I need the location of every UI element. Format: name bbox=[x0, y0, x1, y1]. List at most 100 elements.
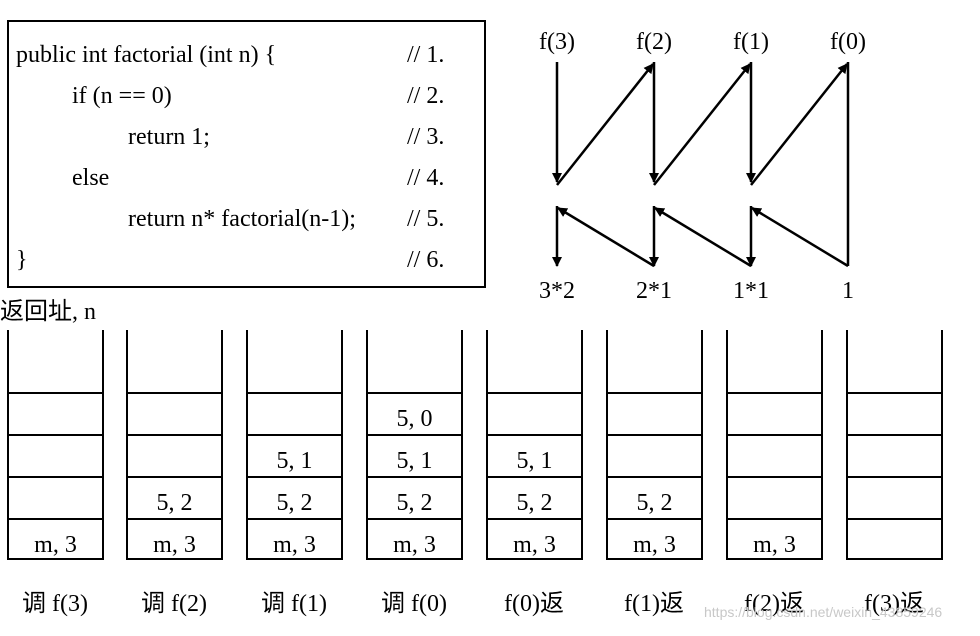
stack-divider bbox=[246, 558, 343, 560]
stack-heading: 返回址, n bbox=[0, 299, 96, 325]
stack-divider bbox=[606, 392, 703, 394]
stack-divider bbox=[366, 476, 463, 478]
stack-step-label: f(2)返 bbox=[744, 591, 804, 617]
watermark-text: https://blog.csdn.net/weixin_43859246 bbox=[704, 604, 943, 620]
code-comment-2: // 2. bbox=[407, 83, 445, 109]
stack-column bbox=[846, 330, 943, 560]
stack-wall-left bbox=[7, 330, 9, 560]
stack-cell: m, 3 bbox=[34, 532, 77, 558]
stack-divider bbox=[486, 558, 583, 560]
stack-step-label: 调 f(1) bbox=[261, 591, 327, 617]
stack-divider bbox=[486, 476, 583, 478]
stack-divider bbox=[126, 558, 223, 560]
call-arrow-up-f0 bbox=[750, 63, 848, 186]
stack-divider bbox=[7, 558, 104, 560]
stack-divider bbox=[606, 476, 703, 478]
stack-divider bbox=[726, 392, 823, 394]
result-label-1x1: 1*1 bbox=[733, 278, 769, 304]
stack-divider bbox=[846, 476, 943, 478]
stack-divider bbox=[606, 518, 703, 520]
stack-column: m, 3 5, 2 5, 1 bbox=[486, 330, 583, 560]
stack-cell: m, 3 bbox=[633, 532, 676, 558]
stack-divider bbox=[7, 476, 104, 478]
stack-divider bbox=[246, 434, 343, 436]
stack-cell: 5, 2 bbox=[396, 490, 433, 516]
return-arrow-2 bbox=[654, 206, 752, 268]
stack-wall-left bbox=[246, 330, 248, 560]
stack-wall-left bbox=[846, 330, 848, 560]
stack-divider bbox=[606, 558, 703, 560]
stack-divider bbox=[366, 392, 463, 394]
code-comment-6: // 6. bbox=[407, 247, 445, 273]
stack-step-label: 调 f(0) bbox=[381, 591, 447, 617]
call-label-f1: f(1) bbox=[733, 29, 769, 55]
stack-cell: 5, 2 bbox=[156, 490, 193, 516]
stack-divider bbox=[366, 558, 463, 560]
stack-wall-left bbox=[126, 330, 128, 560]
code-line-4: else bbox=[72, 165, 110, 191]
result-label-3x2: 3*2 bbox=[539, 278, 575, 304]
stack-divider bbox=[7, 392, 104, 394]
stack-step-label: f(1)返 bbox=[624, 591, 684, 617]
stack-divider bbox=[126, 518, 223, 520]
stack-column: m, 3 bbox=[7, 330, 104, 560]
stack-wall-left bbox=[366, 330, 368, 560]
stack-column: m, 3 5, 2 bbox=[126, 330, 223, 560]
stack-wall-right bbox=[461, 330, 463, 560]
return-arrow-1 bbox=[751, 206, 849, 268]
stack-divider bbox=[846, 518, 943, 520]
stack-divider bbox=[726, 476, 823, 478]
stack-divider bbox=[366, 434, 463, 436]
stack-step-label: f(0)返 bbox=[504, 591, 564, 617]
code-comment-1: // 1. bbox=[407, 42, 445, 68]
stack-cell: 5, 0 bbox=[396, 406, 433, 432]
stack-step-label: 调 f(2) bbox=[141, 591, 207, 617]
stack-wall-left bbox=[726, 330, 728, 560]
code-line-3: return 1; bbox=[128, 124, 210, 150]
stack-cell: m, 3 bbox=[393, 532, 436, 558]
stack-cell: m, 3 bbox=[513, 532, 556, 558]
stack-divider bbox=[846, 434, 943, 436]
stack-cell: m, 3 bbox=[753, 532, 796, 558]
stack-divider bbox=[366, 518, 463, 520]
stack-divider bbox=[486, 518, 583, 520]
result-label-2x1: 2*1 bbox=[636, 278, 672, 304]
call-arrow-up-f1 bbox=[653, 63, 751, 186]
stack-divider bbox=[246, 518, 343, 520]
stack-divider bbox=[606, 434, 703, 436]
stack-cell: 5, 1 bbox=[276, 448, 313, 474]
stack-cell: 5, 1 bbox=[516, 448, 553, 474]
call-label-f3: f(3) bbox=[539, 29, 575, 55]
return-arrow-3 bbox=[557, 206, 655, 268]
code-comment-5: // 5. bbox=[407, 206, 445, 232]
stack-divider bbox=[246, 476, 343, 478]
stack-cell: m, 3 bbox=[153, 532, 196, 558]
call-arrow-up-f2 bbox=[556, 63, 654, 186]
stack-wall-right bbox=[341, 330, 343, 560]
code-line-1: public int factorial (int n) { bbox=[16, 42, 277, 68]
stack-divider bbox=[7, 434, 104, 436]
stack-step-label: 调 f(3) bbox=[22, 591, 88, 617]
stack-wall-right bbox=[821, 330, 823, 560]
stack-divider bbox=[726, 434, 823, 436]
stack-divider bbox=[126, 476, 223, 478]
stack-divider bbox=[846, 558, 943, 560]
code-comment-4: // 4. bbox=[407, 165, 445, 191]
stack-cell: 5, 2 bbox=[516, 490, 553, 516]
stack-divider bbox=[126, 434, 223, 436]
stack-divider bbox=[846, 392, 943, 394]
stack-wall-right bbox=[221, 330, 223, 560]
stack-divider bbox=[486, 434, 583, 436]
stack-divider bbox=[246, 392, 343, 394]
code-comment-3: // 3. bbox=[407, 124, 445, 150]
call-label-f0: f(0) bbox=[830, 29, 866, 55]
code-line-2: if (n == 0) bbox=[72, 83, 172, 109]
stack-divider bbox=[726, 558, 823, 560]
stack-divider bbox=[7, 518, 104, 520]
stack-column: m, 3 bbox=[726, 330, 823, 560]
stack-divider bbox=[486, 392, 583, 394]
